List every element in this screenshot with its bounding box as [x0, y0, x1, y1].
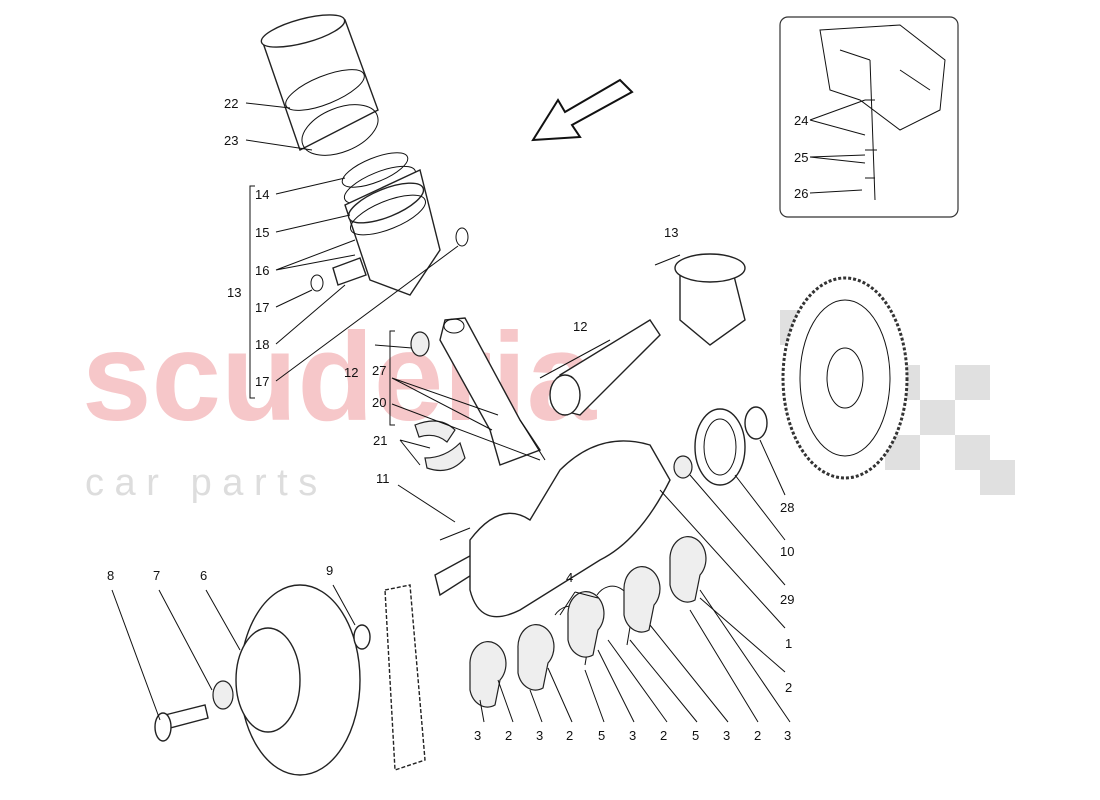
label-17b: 17: [255, 374, 269, 389]
label-bottom-9: 3: [723, 728, 730, 743]
rear-seal-cover: [694, 408, 746, 486]
label-28: 28: [780, 500, 794, 515]
main-bearings: [469, 536, 707, 708]
label-bottom-2: 2: [505, 728, 512, 743]
label-24: 24: [794, 113, 808, 128]
label-12: 12: [573, 319, 587, 334]
leader-lines: [111, 99, 866, 723]
label-21: 21: [373, 433, 387, 448]
label-9: 9: [326, 563, 333, 578]
label-bottom-6: 3: [629, 728, 636, 743]
label-25: 25: [794, 150, 808, 165]
inset-detail: [779, 16, 959, 218]
label-bottom-11: 3: [784, 728, 791, 743]
label-bottom-5: 5: [598, 728, 605, 743]
label-10: 10: [780, 544, 794, 559]
crankshaft: [434, 440, 693, 618]
label-1: 1: [785, 636, 792, 651]
piston: [310, 152, 469, 296]
label-17a: 17: [255, 300, 269, 315]
cylinder-liner: [260, 14, 379, 156]
flywheel: [781, 276, 909, 480]
label-26: 26: [794, 186, 808, 201]
label-16: 16: [255, 263, 269, 278]
label-bottom-4: 2: [566, 728, 573, 743]
direction-arrow-icon: [531, 78, 634, 142]
label-20: 20: [372, 395, 386, 410]
label-8: 8: [107, 568, 114, 583]
label-11: 11: [376, 471, 390, 486]
label-13: 13: [664, 225, 678, 240]
label-2: 2: [785, 680, 792, 695]
label-18: 18: [255, 337, 269, 352]
label-22: 22: [224, 96, 238, 111]
damper-pulley: [154, 584, 426, 776]
label-13-group: 13: [227, 285, 241, 300]
piston-assembly-right: [549, 253, 746, 416]
label-27: 27: [372, 363, 386, 378]
watermark-sub: c a r p a r t s: [85, 462, 317, 504]
label-14: 14: [255, 187, 269, 202]
callout-labels: 22 23 14 15 16 13 17 18 17 13 12 12 27 2…: [107, 96, 808, 743]
rear-oil-seal: [744, 406, 768, 440]
label-15: 15: [255, 225, 269, 240]
label-bottom-1: 3: [474, 728, 481, 743]
connecting-rod-left: [410, 317, 546, 471]
label-7: 7: [153, 568, 160, 583]
label-23: 23: [224, 133, 238, 148]
label-6: 6: [200, 568, 207, 583]
label-12-group: 12: [344, 365, 358, 380]
label-4: 4: [566, 570, 573, 585]
label-bottom-3: 3: [536, 728, 543, 743]
label-29: 29: [780, 592, 794, 607]
label-bottom-8: 5: [692, 728, 699, 743]
label-bottom-10: 2: [754, 728, 761, 743]
label-bottom-7: 2: [660, 728, 667, 743]
